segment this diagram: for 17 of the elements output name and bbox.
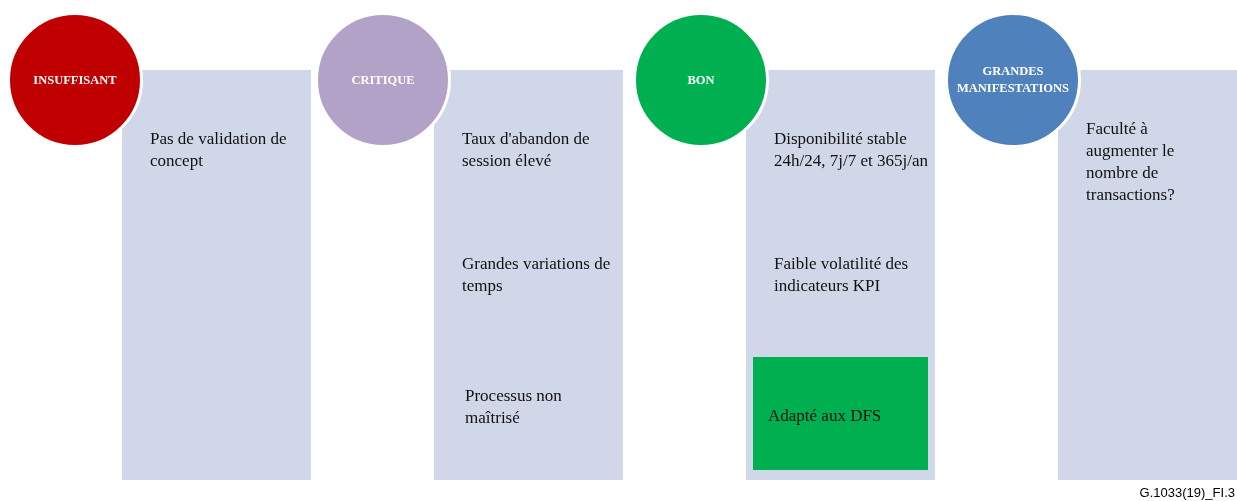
box-text: Adapté aux DFS (768, 405, 882, 427)
circle-label: BON (686, 71, 716, 89)
column-text: Faible volatilité des indicateurs KPI (774, 253, 910, 297)
column-text: Disponibilité stable 24h/24, 7j/7 et 365j/an (774, 128, 929, 172)
column-text: Faculté à augmenter le nombre de transactions? (1086, 118, 1176, 206)
circle-label: INSUFFISANT (32, 71, 118, 89)
figure-id: G.1033(19)_FI.3 (1139, 485, 1235, 500)
highlight-box (753, 357, 928, 470)
column-text: Processus non maîtrisé (465, 385, 563, 429)
column-text: Grandes variations de temps (462, 253, 612, 297)
column-text: Pas de validation de concept (150, 128, 288, 172)
column-panel (434, 70, 623, 480)
column-text: Taux d'abandon de session élevé (462, 128, 591, 172)
column-panel (122, 70, 311, 480)
column-panel (746, 70, 935, 480)
circle-label: GRANDES MANIFESTATIONS (955, 63, 1071, 97)
circle-label: CRITIQUE (350, 71, 416, 89)
